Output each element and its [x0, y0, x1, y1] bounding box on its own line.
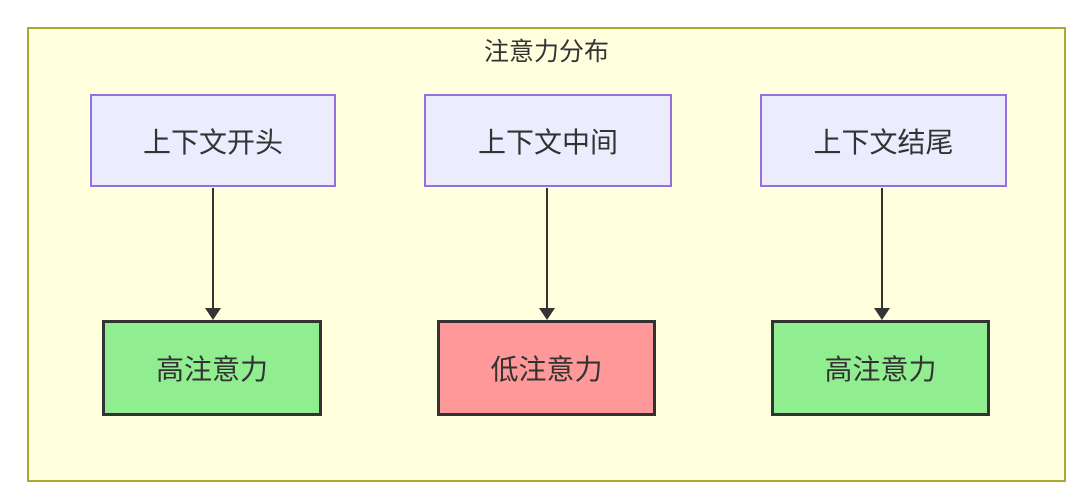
diagram-title: 注意力分布	[483, 38, 609, 66]
node-label: 高注意力	[155, 354, 268, 385]
node-context-middle: 上下文中间	[424, 94, 672, 187]
node-label: 上下文结尾	[813, 126, 954, 158]
node-label: 高注意力	[824, 354, 937, 385]
node-context-end: 上下文结尾	[760, 94, 1007, 187]
edge-end-to-high	[874, 188, 890, 320]
node-context-beginning: 上下文开头	[90, 94, 336, 187]
edge-arrowhead-icon	[205, 308, 221, 320]
edge-begin-to-high	[205, 188, 221, 320]
node-high-attention-left: 高注意力	[102, 320, 322, 416]
subgraph-attention-distribution: 注意力分布 上下文开头 上下文中间 上下文结尾 高注意力	[27, 27, 1066, 482]
node-label: 上下文开头	[142, 126, 283, 158]
edge-arrowhead-icon	[874, 308, 890, 320]
node-low-attention: 低注意力	[437, 320, 656, 416]
node-label: 上下文中间	[477, 126, 618, 158]
node-label: 低注意力	[490, 354, 603, 385]
node-high-attention-right: 高注意力	[771, 320, 990, 416]
edge-arrowhead-icon	[539, 308, 555, 320]
edge-middle-to-low	[539, 188, 555, 320]
